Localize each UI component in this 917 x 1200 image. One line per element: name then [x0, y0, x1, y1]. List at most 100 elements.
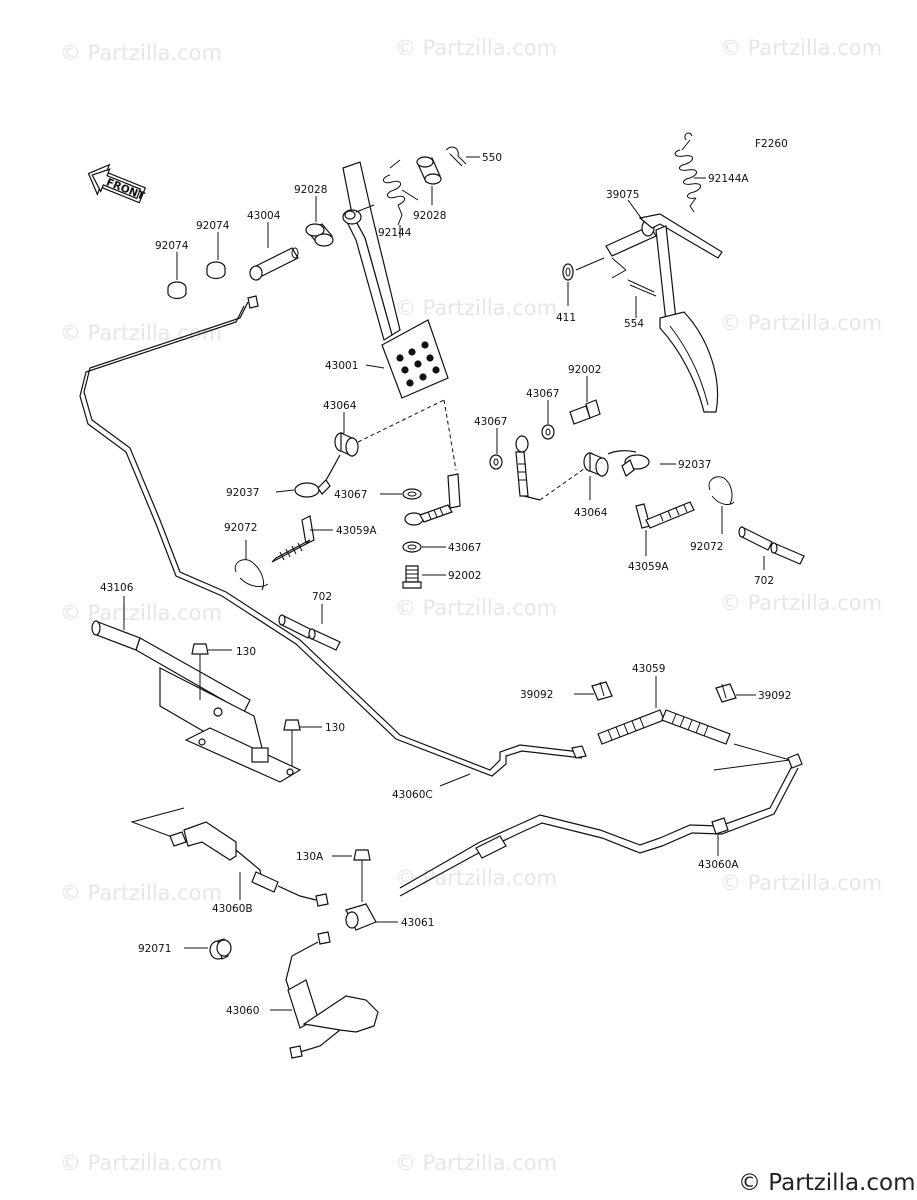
- watermark: © Partzilla.com: [60, 41, 222, 65]
- bolt-130-a: [191, 643, 209, 700]
- cable-end-43060C: [247, 295, 259, 309]
- callout-43059A[interactable]: 43059A: [628, 561, 669, 573]
- pedal-assembly-right: [605, 213, 723, 413]
- leader-dashed: [357, 399, 445, 443]
- washer-43067-right2: [489, 454, 503, 470]
- cap-92074-b: [167, 281, 187, 300]
- watermark: © Partzilla.com: [395, 296, 557, 320]
- callout-39092[interactable]: 39092: [758, 690, 791, 702]
- copyright-text: © Partzilla.com: [738, 1170, 916, 1196]
- bracket-43061: [345, 903, 377, 931]
- callout-39075[interactable]: 39075: [606, 189, 639, 201]
- washer-43067-low-inner: [407, 544, 417, 550]
- cable-43060C-outer: [79, 305, 583, 777]
- sleeve-43060A: [475, 835, 507, 859]
- callout-39092[interactable]: 39092: [520, 689, 553, 701]
- callout-43060A[interactable]: 43060A: [698, 859, 739, 871]
- clamp-92037-left: [294, 454, 341, 498]
- brake-pedal-assembly: [342, 161, 449, 399]
- washer-43067-mid-inner: [407, 491, 417, 497]
- watermark: © Partzilla.com: [60, 321, 222, 345]
- watermark: © Partzilla.com: [720, 871, 882, 895]
- callout-92072[interactable]: 92072: [224, 522, 257, 534]
- watermark: © Partzilla.com: [395, 36, 557, 60]
- watermark: © Partzilla.com: [60, 881, 222, 905]
- leader-lines: [123, 156, 765, 1011]
- callout-92074[interactable]: 92074: [196, 220, 230, 232]
- leader-dashed: [539, 465, 589, 501]
- callout-43059A[interactable]: 43059A: [336, 525, 377, 537]
- callout-130A[interactable]: 130A: [296, 851, 324, 863]
- callout-43060[interactable]: 43060: [226, 1005, 259, 1017]
- end-43060A: [787, 753, 803, 769]
- callout-92037[interactable]: 92037: [678, 459, 711, 471]
- callout-411[interactable]: 411: [556, 312, 576, 324]
- bushing-92028-left: [305, 223, 334, 247]
- washer-43067-right: [541, 424, 555, 440]
- callout-43067[interactable]: 43067: [334, 489, 367, 501]
- leader-dashed: [443, 399, 457, 471]
- callout-92144A[interactable]: 92144A: [708, 173, 749, 185]
- cable-43059: [597, 709, 731, 745]
- clamp-92037-right: [607, 450, 650, 477]
- front-arrow-icon: FRONT: [87, 163, 147, 204]
- washer-43067-right-inner: [545, 428, 551, 436]
- cable-end-43060C-b: [571, 745, 587, 759]
- washer-43067-mid: [402, 488, 422, 500]
- bushing-43064-left: [334, 432, 359, 457]
- callout-43004[interactable]: 43004: [247, 210, 281, 222]
- callout-43059[interactable]: 43059: [632, 663, 665, 675]
- rod-end-right: [515, 435, 541, 501]
- callout-92037[interactable]: 92037: [226, 487, 259, 499]
- clip-39092-left: [591, 681, 613, 701]
- bushing-43064-right: [583, 452, 609, 477]
- callout-43001[interactable]: 43001: [325, 360, 358, 372]
- spring-92144A: [674, 132, 701, 213]
- cap-92074-a: [206, 261, 226, 280]
- callout-92028[interactable]: 92028: [294, 184, 327, 196]
- hand-brake-lever-43106: [91, 620, 302, 783]
- watermark: © Partzilla.com: [395, 596, 557, 620]
- watermark: © Partzilla.com: [395, 1151, 557, 1175]
- washer-43067-low: [402, 541, 422, 553]
- washer-43067-right2-inner: [493, 458, 499, 466]
- callout-43060B[interactable]: 43060B: [212, 903, 253, 915]
- callout-43067[interactable]: 43067: [526, 388, 559, 400]
- bolt-130A: [353, 849, 371, 902]
- clamp-92072-left: [234, 559, 269, 591]
- cable-43059A-right: [635, 501, 695, 529]
- callout-130[interactable]: 130: [325, 722, 345, 734]
- rod-end-middle: [404, 473, 461, 526]
- callout-43061[interactable]: 43061: [401, 917, 434, 929]
- callout-92072[interactable]: 92072: [690, 541, 723, 553]
- arrow-lines-left: [130, 807, 185, 841]
- watermark: © Partzilla.com: [60, 1151, 222, 1175]
- callout-43067[interactable]: 43067: [474, 416, 507, 428]
- bolt-92002-middle: [402, 565, 422, 589]
- callout-92002[interactable]: 92002: [448, 570, 481, 582]
- tube-702-left: [278, 614, 341, 651]
- cable-43059A-left: [271, 515, 315, 563]
- watermark: © Partzilla.com: [720, 36, 882, 60]
- callout-702[interactable]: 702: [754, 575, 774, 587]
- callout-43067[interactable]: 43067: [448, 542, 481, 554]
- callout-92074[interactable]: 92074: [155, 240, 189, 252]
- callout-92028[interactable]: 92028: [413, 210, 446, 222]
- figure-code: F2260: [755, 138, 788, 150]
- tube-702-right: [738, 526, 805, 565]
- pin-554: [611, 257, 657, 297]
- clamp-92072-right: [708, 476, 735, 505]
- callout-43064[interactable]: 43064: [323, 400, 357, 412]
- callout-43106[interactable]: 43106: [100, 582, 134, 594]
- callout-92071[interactable]: 92071: [138, 943, 171, 955]
- callout-92144[interactable]: 92144: [378, 227, 412, 239]
- callout-43064[interactable]: 43064: [574, 507, 608, 519]
- callout-92002[interactable]: 92002: [568, 364, 601, 376]
- callout-130[interactable]: 130: [236, 646, 256, 658]
- callout-702[interactable]: 702: [312, 591, 332, 603]
- callout-554[interactable]: 554: [624, 318, 644, 330]
- cable-43060B: [169, 821, 329, 907]
- cable-43060C: [83, 301, 581, 771]
- callout-43060C[interactable]: 43060C: [392, 789, 433, 801]
- callout-550[interactable]: 550: [482, 152, 502, 164]
